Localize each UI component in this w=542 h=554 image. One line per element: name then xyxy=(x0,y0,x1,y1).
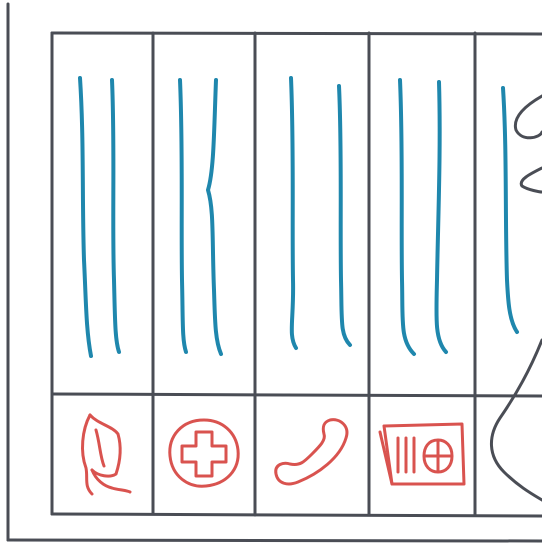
person-outline-icon xyxy=(491,96,542,500)
grid-top-border xyxy=(52,33,542,34)
grid-row-divider xyxy=(52,394,542,396)
icon-row xyxy=(83,415,464,494)
text-line xyxy=(291,78,296,348)
phone-icon xyxy=(276,420,347,484)
text-line xyxy=(180,80,186,352)
table-grid xyxy=(52,33,542,516)
grid-bottom-border xyxy=(52,514,542,516)
document-icon xyxy=(83,415,130,494)
plus-circle-icon xyxy=(170,420,238,486)
text-lines xyxy=(80,78,517,356)
text-line xyxy=(436,82,446,352)
text-line xyxy=(339,86,350,345)
device-icon xyxy=(380,424,464,484)
text-line xyxy=(80,78,91,356)
text-line xyxy=(208,80,221,354)
text-line xyxy=(400,80,414,354)
outer-frame-bottom xyxy=(8,540,542,541)
text-line xyxy=(112,80,119,352)
